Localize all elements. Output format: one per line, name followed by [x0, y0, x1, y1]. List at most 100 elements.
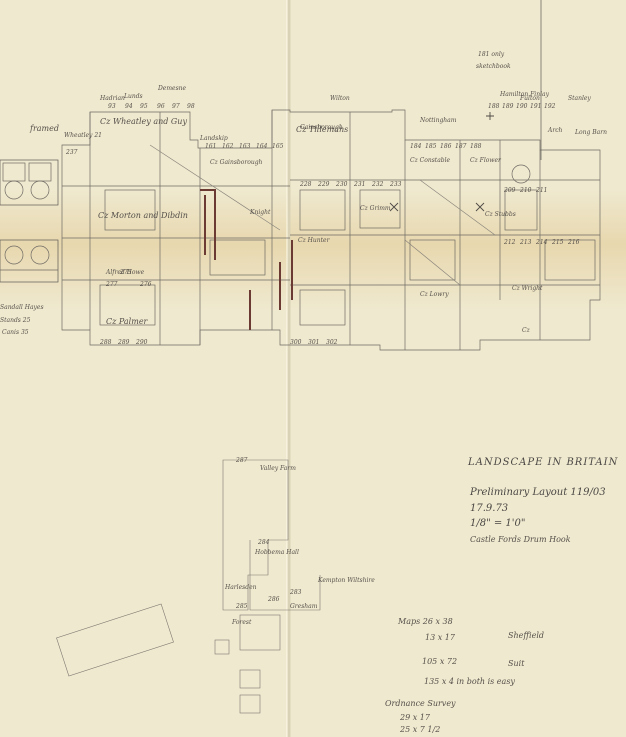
- top-label-h: Nottingham: [420, 117, 457, 124]
- label-framed: framed: [30, 124, 59, 133]
- num-20: 230: [336, 181, 348, 188]
- note-survey-2: 29 x 17: [400, 713, 430, 722]
- room-name-5: Cz Constable: [410, 157, 451, 164]
- left-cases: [0, 159, 59, 206]
- num-26: 277: [106, 281, 118, 288]
- room-name-8: Cz Palmer: [106, 317, 148, 326]
- label-stand-3: Canis 35: [2, 329, 29, 336]
- top-note-2: sketchbook: [476, 63, 511, 70]
- num-19: 229: [318, 181, 330, 188]
- room-name-7: Cz Flower: [470, 157, 501, 164]
- num-14: 185: [425, 143, 437, 150]
- num-42: 189: [502, 103, 514, 110]
- top-label-e: Landskip: [200, 135, 228, 142]
- num-32: 302: [326, 339, 338, 346]
- note-maps-2: 13 x 17: [425, 633, 455, 642]
- lower-room-b: Hobbema Hall: [255, 549, 299, 556]
- lower-room-c: Harlesden: [225, 584, 257, 591]
- num-40: 216: [568, 239, 580, 246]
- num-17: 188: [470, 143, 482, 150]
- room-name-11: Cz Lowry: [420, 291, 449, 298]
- num-10: 163: [239, 143, 251, 150]
- annotation-circle: [511, 164, 531, 184]
- num-29: 290: [136, 339, 148, 346]
- note-maps-1: Maps 26 x 38: [398, 617, 453, 626]
- num-8: 161: [205, 143, 217, 150]
- pin-marks: [389, 112, 494, 212]
- note-maps-4: 135 x 4 in both is easy: [424, 677, 515, 686]
- num-37: 213: [520, 239, 532, 246]
- paper-stain: [0, 190, 626, 310]
- num-12: 165: [272, 143, 284, 150]
- num-22: 232: [372, 181, 384, 188]
- ink-walls: [200, 189, 293, 330]
- num-3: 94: [125, 103, 133, 110]
- plan-scale: 1/8" = 1'0": [470, 518, 526, 529]
- room-name-4: Cz Tillemans: [296, 125, 349, 134]
- top-label-b: Hadrian: [100, 95, 125, 102]
- num-41: 188: [488, 103, 500, 110]
- room-name-14: Knight: [250, 209, 271, 216]
- lower-num-2: 284: [258, 539, 270, 546]
- num-2: 93: [108, 103, 116, 110]
- room-name-2: Cz Morton and Dibdin: [98, 211, 188, 220]
- room-name-13: Alfred Howe: [106, 269, 145, 276]
- num-36: 212: [504, 239, 516, 246]
- lower-num-1: 287: [236, 457, 248, 464]
- num-39: 215: [552, 239, 564, 246]
- num-38: 214: [536, 239, 548, 246]
- num-1: 237: [66, 149, 78, 156]
- room-name-15: Cz Stubbs: [485, 211, 516, 218]
- num-5: 96: [157, 103, 165, 110]
- num-18: 228: [300, 181, 312, 188]
- num-21: 231: [354, 181, 366, 188]
- num-43: 190: [516, 103, 528, 110]
- num-30: 300: [290, 339, 302, 346]
- num-7: 98: [187, 103, 195, 110]
- num-31: 301: [308, 339, 320, 346]
- lower-num-4: 286: [268, 596, 280, 603]
- num-44: 191: [530, 103, 542, 110]
- room-name-10: Cz Wright: [512, 285, 543, 292]
- lower-plan: [56, 459, 321, 714]
- top-corner-note: Arch: [548, 127, 563, 134]
- num-24: 275: [120, 269, 132, 276]
- plan-title: LANDSCAPE IN BRITAIN: [468, 457, 619, 468]
- room-name-1: Cz Wheatley and Guy: [100, 117, 187, 126]
- num-15: 186: [440, 143, 452, 150]
- top-label-a: Wheatley 21: [64, 132, 102, 139]
- lower-num-5: 283: [290, 589, 302, 596]
- num-4: 95: [140, 103, 148, 110]
- num-45: 192: [544, 103, 556, 110]
- num-13: 184: [410, 143, 422, 150]
- plan-location: Castle Fords Drum Hook: [470, 535, 571, 544]
- num-9: 162: [222, 143, 234, 150]
- note-maps-1b: Sheffield: [508, 631, 545, 640]
- room-name-12: Cz: [522, 327, 530, 334]
- note-maps-3b: Suit: [508, 659, 525, 668]
- plan-date: 17.9.73: [470, 503, 509, 514]
- top-label-k: Long Barn: [575, 129, 607, 136]
- top-label-g: Gainsborough: [300, 124, 343, 131]
- num-25: 276: [140, 281, 152, 288]
- lower-room-e: Gresham: [290, 603, 318, 610]
- num-33: 209: [504, 187, 516, 194]
- note-survey-3: 25 x 7 1/2: [400, 725, 441, 734]
- num-23: 233: [390, 181, 402, 188]
- lower-num-3: 285: [236, 603, 248, 610]
- lower-room-d: Kempton Wiltshire: [318, 577, 375, 584]
- top-label-i: Hamilton Finlay: [500, 91, 549, 98]
- label-stand-1: Sandall Hayes: [0, 304, 44, 311]
- label-stand-2: Stands 25: [0, 317, 31, 324]
- top-fulton: Fulton: [520, 95, 540, 102]
- lower-room-f: Forest: [232, 619, 252, 626]
- num-11: 164: [256, 143, 268, 150]
- num-35: 211: [536, 187, 548, 194]
- plan-subtitle: Preliminary Layout 119/03: [470, 487, 606, 498]
- top-label-j: Stanley: [568, 95, 591, 102]
- note-maps-3: 105 x 72: [422, 657, 458, 666]
- num-34: 210: [520, 187, 532, 194]
- floor-plan: [0, 109, 601, 351]
